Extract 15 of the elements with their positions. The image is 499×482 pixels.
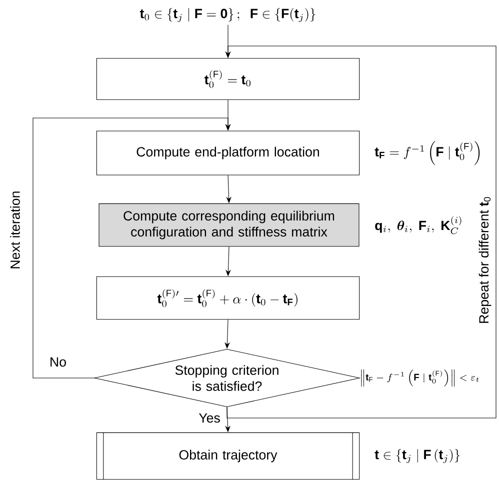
formula-label: $\left\| \mathbf{t}_{\mathrm{F}} - f^{-1}\left(\mathbf{F} \mid \mathbf{t}_0^{(\mathrm{F})}\right) \right\| < \varepsilon_t$ [361,369,479,387]
formula-label: $\mathbf{q}_i,\ \boldsymbol{\theta}_i,\ \mathbf{F}_i,\ \mathbf{K}_C^{(i)}$ [375,216,462,234]
subroutine-box: Obtain trajectory [96,432,360,480]
formula-label: $\mathbf{t} \in \left\{ \mathbf{t}_j \;\middle|\; \mathbf{F}\left(\mathbf{t}_j\right) \right\}$ [374,449,460,463]
process-box: Compute end-platform location [96,130,360,176]
process-box: $\mathbf{t}_0^{(\mathrm{F})} = \mathbf{t}_0$ [96,58,360,100]
process-box: $\mathbf{t}_0^{(\mathrm{F})\prime} = \mathbf{t}_0^{(\mathrm{F})} + \alpha \cdot \left(\mathbf{t}_0 - \mathbf{t}_{\mathbf{F}}\right)$ [96,276,360,320]
side-label: Next iteration [10,192,20,268]
edge-label: No [48,356,68,368]
edge-label: Yes [197,412,222,424]
arrow [32,118,231,378]
edge-label: Repeat for different t$_{0}$ [478,197,492,323]
formula-text: $\mathbf{t}_0 \in \left\{ \mathbf{t}_j \;\middle|\; \mathbf{F} = \mathbf{0} \right\};\;\; \mathbf{F} \in \left\{ \mathbf{F}(\mathbf{t}_j) \right\}$ [140,8,316,22]
process-box: Compute corresponding equilibrium configuration and stiffness matrix [98,203,360,247]
formula-label: $\mathbf{t}_{\mathbf{F}} = f^{-1}\left(\mathbf{F} \mid \mathbf{t}_0^{(\mathrm{F})}\right)$ [374,141,480,165]
